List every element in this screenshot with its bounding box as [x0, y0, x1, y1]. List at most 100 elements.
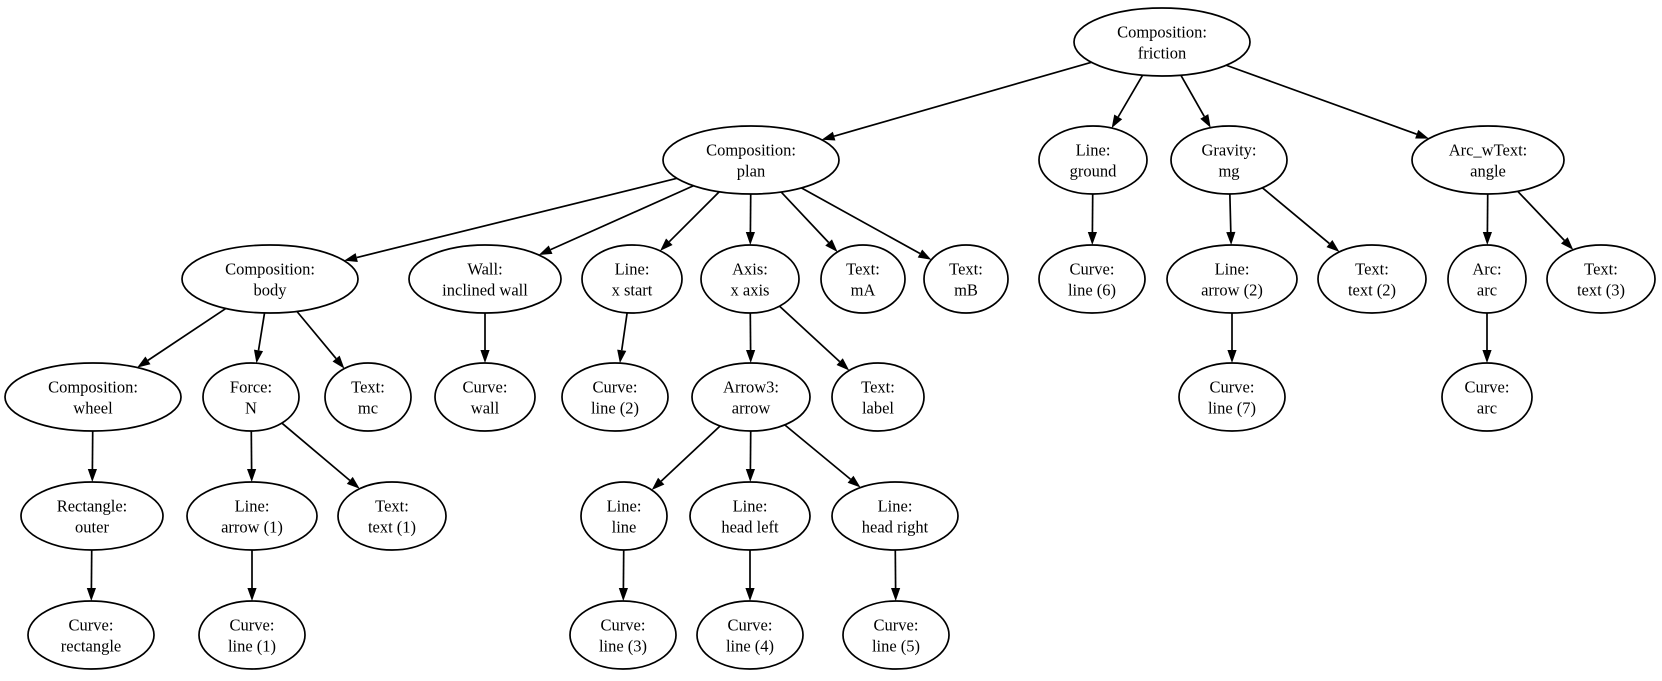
node-label-name: label [862, 399, 894, 418]
edge-arrow2-line7 [1227, 313, 1237, 363]
node-label-name: text (2) [1348, 281, 1396, 300]
edge-plan-mA [780, 191, 838, 252]
edge-body-wheel [137, 307, 227, 368]
edge-line [147, 307, 227, 362]
node-label-type: Text: [846, 260, 880, 279]
node-label-type: Gravity: [1202, 141, 1257, 160]
node-ellipse [689, 481, 811, 551]
edge-arrowhead-icon [917, 249, 932, 260]
edge-friction-plan [821, 61, 1092, 141]
edge-arrowhead-icon [344, 253, 358, 263]
node-label-type: Arc_wText: [1449, 141, 1528, 160]
node-line3n: Curve:line (3) [569, 600, 677, 670]
node-label-type: Curve: [1465, 378, 1510, 397]
edge-xaxis-label [778, 305, 850, 371]
node-ground: Line:ground [1038, 125, 1148, 195]
node-label-name: line (7) [1208, 399, 1256, 418]
node-ellipse [561, 362, 669, 432]
node-label-name: mB [954, 281, 978, 300]
node-friction: Composition:friction [1073, 7, 1251, 77]
node-text2: Text:text (2) [1317, 244, 1427, 314]
edge-angle-arc [1482, 193, 1492, 246]
edge-arrow3-headright [784, 424, 861, 488]
edge-arrowhead-icon [821, 131, 836, 141]
node-ellipse [580, 481, 668, 551]
node-label-type: Curve: [728, 616, 773, 635]
node-label-name: mg [1218, 162, 1239, 181]
node-ellipse [1317, 244, 1427, 314]
node-wheel: Composition:wheel [4, 362, 182, 432]
node-label-type: Curve: [593, 378, 638, 397]
node-label-name: text (3) [1577, 281, 1625, 300]
edge-line [1517, 190, 1565, 241]
edge-arc-curvearc [1482, 313, 1492, 363]
node-label-name: body [254, 281, 288, 300]
edge-plan-wall [538, 184, 694, 255]
node-ellipse [337, 481, 447, 551]
node-ellipse [1411, 125, 1565, 195]
node-wall: Wall:inclined wall [408, 244, 562, 314]
edge-arrowhead-icon [1087, 231, 1097, 246]
edge-arrowhead-icon [1326, 240, 1340, 252]
edge-arrowhead-icon [745, 468, 755, 483]
node-arrow1: Line:arrow (1) [186, 481, 318, 551]
edge-arrowhead-icon [847, 475, 861, 488]
node-label-type: Curve: [230, 616, 275, 635]
node-label-name: N [245, 399, 257, 418]
node-label-name: arc [1477, 281, 1497, 300]
edge-arrowhead-icon [1561, 237, 1574, 250]
node-label-type: Curve: [874, 616, 919, 635]
node-arc: Arc: arc [1447, 244, 1527, 314]
node-mg: Gravity: mg [1170, 125, 1288, 195]
node-line2n: Curve:line (2) [561, 362, 669, 432]
edge-wall-curvewall [480, 313, 490, 363]
node-label-type: Arc: [1472, 260, 1501, 279]
node-ellipse [1038, 125, 1148, 195]
node-label-name: mc [358, 399, 378, 418]
edge-xaxis-arrow3 [746, 312, 756, 364]
edge-arrowhead-icon [253, 349, 264, 364]
node-ellipse [181, 244, 359, 314]
node-label-name: arc [1477, 399, 1497, 418]
node-curvearc: Curve: arc [1441, 362, 1533, 432]
node-label-name: head left [721, 518, 779, 537]
node-label-type: Composition: [225, 260, 315, 279]
edge-arrowhead-icon [480, 350, 490, 363]
node-line6: Curve:line (6) [1038, 244, 1146, 314]
node-ellipse [408, 244, 562, 314]
edge-headright-line5n [891, 549, 901, 602]
node-label-type: Text: [375, 497, 409, 516]
node-ellipse [581, 244, 683, 314]
edge-arrowhead-icon [651, 477, 665, 491]
node-ellipse [691, 362, 811, 432]
node-label-type: Arrow3: [723, 378, 779, 397]
edge-line [257, 312, 266, 351]
edge-arrowhead-icon [87, 468, 97, 483]
node-ellipse [842, 600, 950, 670]
edge-line [780, 191, 830, 244]
edge-arrowhead-icon [332, 355, 345, 369]
node-plan: Composition:plan [662, 125, 840, 195]
edge-arrowhead-icon [1415, 129, 1429, 139]
node-body: Composition: body [181, 244, 359, 314]
edge-line [800, 187, 921, 255]
node-curverect: Curve:rectangle [27, 600, 155, 670]
node-line5n: Curve:line (5) [842, 600, 950, 670]
edge-arrow3-lineline [651, 425, 721, 491]
node-ellipse [186, 481, 318, 551]
edge-line [1117, 74, 1144, 118]
edge-arrow1-line1n [247, 550, 257, 601]
node-label-name: wall [471, 399, 500, 418]
node-ellipse [4, 362, 182, 432]
node-label-type: Force: [230, 378, 272, 397]
edge-line [1229, 193, 1232, 233]
edge-line [1261, 187, 1330, 245]
edge-arrowhead-icon [746, 349, 756, 364]
node-ellipse [923, 244, 1009, 314]
node-label-name: line (3) [599, 637, 647, 656]
node-label-type: Line: [1215, 260, 1250, 279]
node-ellipse [1441, 362, 1533, 432]
node-ellipse [20, 481, 164, 551]
